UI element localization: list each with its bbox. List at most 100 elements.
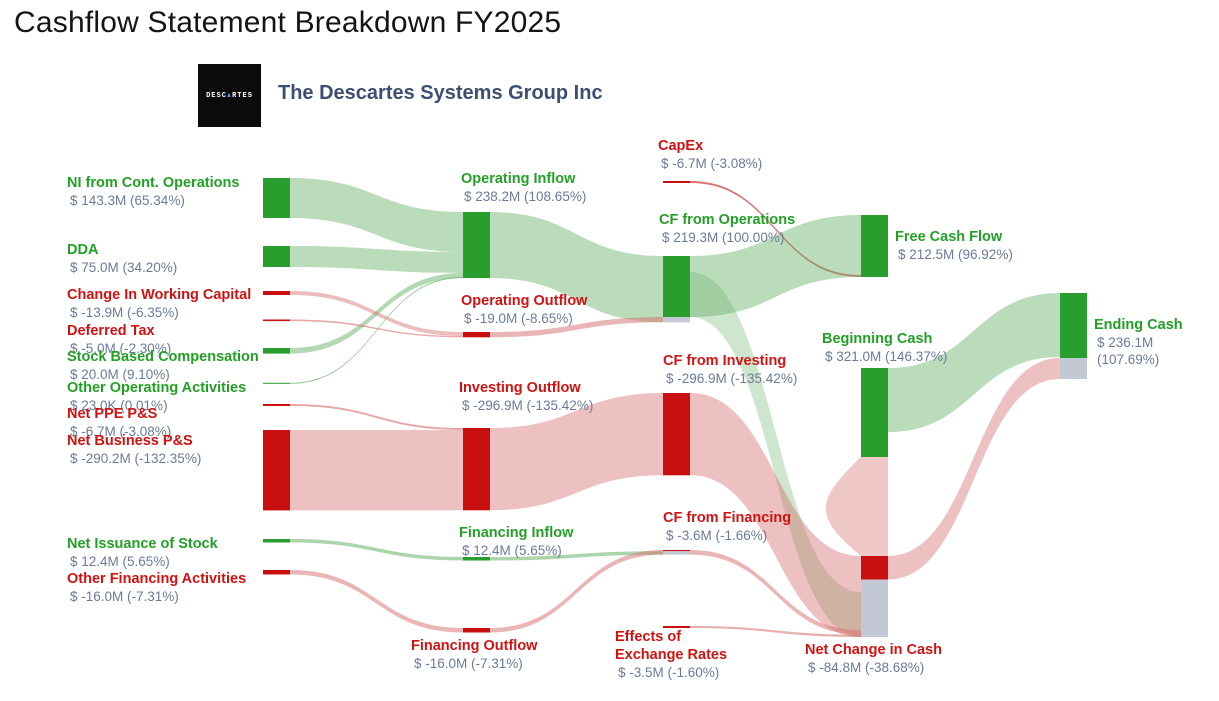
label-ofa: Other Financing Activities: [67, 571, 247, 587]
node-endcash-gray[interactable]: [1060, 358, 1087, 379]
flow-opin-cfo[interactable]: [490, 212, 663, 323]
label-netchg: Net Change in Cash: [805, 642, 942, 658]
label-block-capex: CapEx $ -6.7M (-3.08%): [658, 137, 762, 172]
flow-fx-netchg[interactable]: [690, 626, 861, 637]
flow-dtax-opout[interactable]: [290, 319, 463, 338]
label-block-ooa: Other Operating Activities$ 23.0K (0.01%…: [67, 379, 246, 414]
label-block-netchg: Net Change in Cash $ -84.8M (-38.68%): [805, 641, 942, 676]
flow-nbiz-invout[interactable]: [290, 430, 463, 511]
flow-begcash-endcash[interactable]: [888, 293, 1060, 432]
node-cfi[interactable]: [663, 393, 690, 476]
node-finout[interactable]: [463, 628, 490, 633]
node-ni[interactable]: [263, 178, 290, 218]
flow-cff-netchg[interactable]: [690, 550, 861, 635]
label-block-nppe: Net PPE P&S$ -6.7M (-3.08%): [67, 405, 171, 440]
value-cff: $ -3.6M (-1.66%): [666, 528, 768, 543]
label-block-dtax: Deferred Tax $ -5.0M (-2.30%): [67, 322, 171, 357]
label-endcash: Ending Cash: [1094, 317, 1183, 333]
flow-dda-opin[interactable]: [290, 246, 463, 273]
label-fx: Effects of Exchange Rates: [615, 629, 728, 663]
label-opout: Operating Outflow: [461, 293, 588, 309]
label-block-invout: Investing Outflow$ -296.9M (-135.42%): [459, 379, 593, 414]
node-netchg-gray[interactable]: [861, 579, 888, 638]
label-sbc: Stock Based Compensation: [67, 349, 259, 365]
value-endcash: $ 236.1M (107.69%): [1097, 335, 1160, 367]
flow-opout-cfo[interactable]: [490, 317, 663, 338]
label-block-opin: Operating Inflow$ 238.2M (108.65%): [461, 170, 586, 205]
label-block-finin: Financing Inflow $ 12.4M (5.65%): [459, 524, 573, 559]
flow-ni-opin[interactable]: [290, 178, 463, 252]
label-finin: Financing Inflow: [459, 525, 574, 541]
label-block-cwc: Change In Working Capital$ -13.9M (-6.35…: [67, 286, 251, 321]
node-cfo-gray[interactable]: [663, 317, 690, 323]
node-netchg-red[interactable]: [861, 556, 888, 580]
node-nbiz[interactable]: [263, 430, 290, 511]
value-cfo: $ 219.3M (100.00%): [662, 230, 785, 245]
node-ofa[interactable]: [263, 570, 290, 575]
node-endcash-green[interactable]: [1060, 293, 1087, 358]
node-cff-gray[interactable]: [663, 551, 690, 555]
page-title: Cashflow Statement Breakdown FY2025: [14, 6, 562, 39]
flow-sbc-opin[interactable]: [290, 273, 463, 354]
value-netchg: $ -84.8M (-38.68%): [808, 660, 925, 675]
value-finin: $ 12.4M (5.65%): [462, 543, 562, 558]
node-dda[interactable]: [263, 246, 290, 267]
company-name: The Descartes Systems Group Inc: [278, 82, 603, 104]
node-fcf[interactable]: [861, 215, 888, 277]
flow-finin-cff[interactable]: [490, 551, 663, 561]
node-nis[interactable]: [263, 539, 290, 543]
value-cwc: $ -13.9M (-6.35%): [70, 305, 179, 320]
label-block-opout: Operating Outflow$ -19.0M (-8.65%): [461, 292, 587, 327]
flow-ooa-opin[interactable]: [290, 277, 463, 384]
flow-cfi-netchg[interactable]: [690, 393, 861, 637]
label-opin: Operating Inflow: [461, 171, 576, 187]
node-nppe[interactable]: [263, 404, 290, 406]
company-logo: DESC▲RTES: [198, 64, 261, 127]
value-dtax: $ -5.0M (-2.30%): [70, 341, 172, 356]
value-capex: $ -6.7M (-3.08%): [661, 156, 763, 171]
value-sbc: $ 20.0M (9.10%): [70, 367, 170, 382]
flow-capex-fcf[interactable]: [690, 181, 861, 277]
flow-invout-cfi[interactable]: [490, 393, 663, 511]
node-cff-red[interactable]: [663, 550, 690, 552]
node-ooa[interactable]: [263, 382, 290, 384]
node-fx[interactable]: [663, 626, 690, 628]
label-dda: DDA: [67, 242, 99, 258]
node-dtax[interactable]: [263, 319, 290, 322]
label-block-cff: CF from Financing $ -3.6M (-1.66%): [663, 509, 791, 544]
flow-nppe-invout[interactable]: [290, 404, 463, 430]
label-block-dda: DDA$ 75.0M (34.20%): [67, 241, 177, 276]
flow-ofa-finout[interactable]: [290, 570, 463, 633]
label-dtax: Deferred Tax: [67, 323, 155, 339]
label-cff: CF from Financing: [663, 510, 792, 526]
label-block-finout: Financing Outflow$ -16.0M (-7.31%): [411, 637, 537, 672]
label-fcf: Free Cash Flow: [895, 229, 1003, 245]
node-invout[interactable]: [463, 428, 490, 511]
node-finin[interactable]: [463, 557, 490, 561]
flow-netchg-endcash[interactable]: [888, 358, 1060, 580]
label-ni: NI from Cont. Operations: [67, 175, 240, 191]
node-begcash[interactable]: [861, 368, 888, 457]
node-sbc[interactable]: [263, 348, 290, 354]
company-logo-text: DESC▲RTES: [206, 91, 253, 100]
label-finout: Financing Outflow: [411, 638, 538, 654]
flow-begcash-netchg[interactable]: [825, 457, 888, 556]
node-capex[interactable]: [663, 181, 690, 183]
flow-cfo-netchg[interactable]: [690, 272, 861, 637]
flow-cfo-fcf[interactable]: [690, 215, 861, 317]
value-begcash: $ 321.0M (146.37%): [825, 349, 948, 364]
node-cfo-green[interactable]: [663, 256, 690, 317]
label-nis: Net Issuance of Stock: [67, 536, 218, 552]
label-block-begcash: Beginning Cash$ 321.0M (146.37%): [822, 330, 947, 365]
label-block-cfo: CF from Operations$ 219.3M (100.00%): [659, 211, 795, 246]
node-cwc[interactable]: [263, 291, 290, 295]
flow-finout-cff[interactable]: [490, 550, 663, 633]
label-ooa: Other Operating Activities: [67, 380, 247, 396]
node-opin[interactable]: [463, 212, 490, 278]
flow-cwc-opout[interactable]: [290, 291, 463, 336]
node-opout[interactable]: [463, 332, 490, 338]
label-capex: CapEx: [658, 138, 704, 154]
label-block-ofa: Other Financing Activities$ -16.0M (-7.3…: [67, 570, 246, 605]
value-ni: $ 143.3M (65.34%): [70, 193, 185, 208]
flow-nis-finin[interactable]: [290, 539, 463, 561]
